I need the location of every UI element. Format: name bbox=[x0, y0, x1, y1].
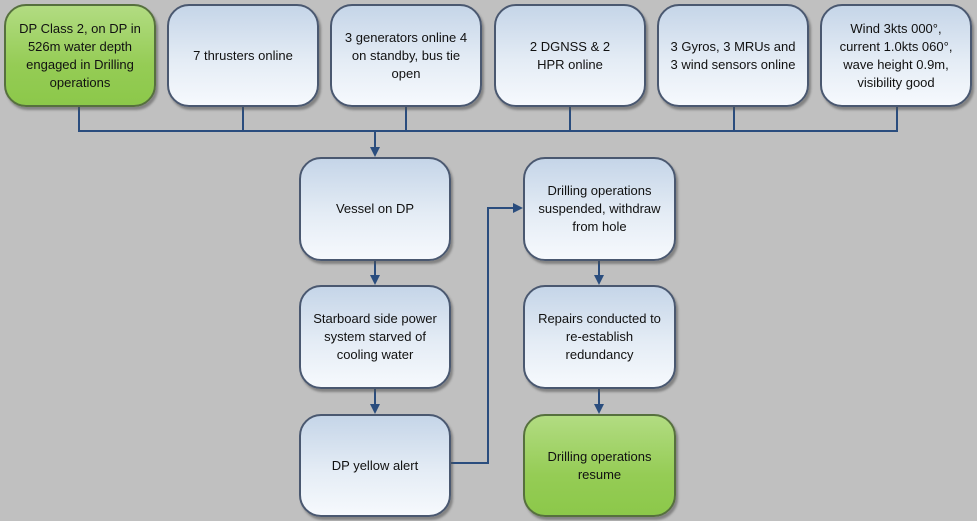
box-drilling-suspended-text: Drilling operations suspended, withdraw … bbox=[538, 183, 661, 234]
box-thrusters-text: 7 thrusters online bbox=[193, 47, 293, 63]
box-dgnss-text: 2 DGNSS & 2 HPR online bbox=[529, 38, 611, 72]
box-drilling-suspended: Drilling operations suspended, withdraw … bbox=[523, 157, 676, 261]
box-yellow-alert: DP yellow alert bbox=[299, 414, 451, 517]
box-repairs: Repairs conducted to re-establish redund… bbox=[523, 285, 676, 389]
box-vessel-on-dp: Vessel on DP bbox=[299, 157, 451, 261]
box-vessel-on-dp-text: Vessel on DP bbox=[335, 201, 415, 216]
box-sensors: 3 Gyros, 3 MRUs and 3 wind sensors onlin… bbox=[657, 4, 809, 107]
box-repairs-text: Repairs conducted to re-establish redund… bbox=[538, 311, 661, 362]
box-starboard-power-text: Starboard side power system starved of c… bbox=[313, 311, 437, 362]
arrow-yellow-to-suspended bbox=[451, 203, 523, 464]
box-weather-text: Wind 3kts 000°, current 1.0kts 060°, wav… bbox=[839, 20, 953, 90]
box-dgnss: 2 DGNSS & 2 HPR online bbox=[494, 4, 646, 107]
box-weather: Wind 3kts 000°, current 1.0kts 060°, wav… bbox=[820, 4, 972, 107]
box-starboard-power: Starboard side power system starved of c… bbox=[299, 285, 451, 389]
box-dp-class: DP Class 2, on DP in 526m water depth en… bbox=[4, 4, 156, 107]
box-generators-text: 3 generators online 4 on standby, bus ti… bbox=[344, 29, 468, 81]
box-dp-class-text: DP Class 2, on DP in 526m water depth en… bbox=[19, 20, 141, 90]
box-drilling-resume: Drilling operations resume bbox=[523, 414, 676, 517]
box-generators: 3 generators online 4 on standby, bus ti… bbox=[330, 4, 482, 107]
box-thrusters: 7 thrusters online bbox=[167, 4, 319, 107]
box-drilling-resume-text: Drilling operations resume bbox=[547, 448, 652, 482]
box-sensors-text: 3 Gyros, 3 MRUs and 3 wind sensors onlin… bbox=[670, 38, 796, 72]
box-yellow-alert-text: DP yellow alert bbox=[331, 457, 419, 473]
